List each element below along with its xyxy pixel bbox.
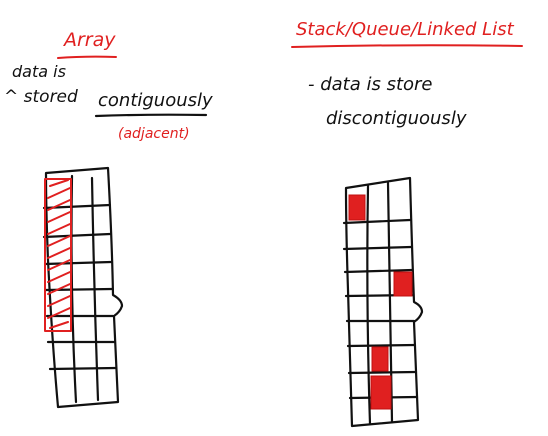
linked-highlight-cell xyxy=(370,375,392,410)
linked-column-divider-1 xyxy=(366,184,372,426)
linked-row-line xyxy=(346,343,417,348)
contiguous-hatching xyxy=(47,179,71,329)
linked-row-line xyxy=(342,218,412,225)
array-note-line2: ^ stored xyxy=(4,87,78,107)
array-title: Array xyxy=(62,29,116,51)
linked-row-lines xyxy=(342,218,419,400)
array-note-line1: data is xyxy=(12,62,66,81)
linked-note-line1: - data is store xyxy=(308,74,433,95)
linked-row-line xyxy=(343,268,414,274)
linked-note-line2: discontiguously xyxy=(326,108,467,129)
linked-memory-block xyxy=(342,176,424,428)
array-row-line xyxy=(43,260,113,266)
contiguously-underline xyxy=(94,113,208,118)
array-memory-block xyxy=(42,166,124,409)
linked-row-line xyxy=(347,370,418,375)
contiguous-highlight-box xyxy=(44,178,72,332)
array-title-underline xyxy=(57,55,117,59)
linked-structures-title-underline xyxy=(291,44,523,48)
linked-highlight-cell xyxy=(371,346,389,372)
array-note-emphasis: contiguously xyxy=(98,90,213,111)
linked-row-line xyxy=(342,245,413,251)
array-note-aside: (adjacent) xyxy=(118,126,190,142)
array-row-line xyxy=(42,232,112,239)
array-row-line xyxy=(48,366,118,371)
array-row-lines xyxy=(42,203,118,371)
array-strip-outline xyxy=(44,166,124,409)
linked-highlight-cell xyxy=(348,194,366,221)
linked-strip-outline xyxy=(344,176,424,428)
linked-structures-title: Stack/Queue/Linked List xyxy=(296,19,515,40)
linked-highlight-cell xyxy=(393,271,413,297)
